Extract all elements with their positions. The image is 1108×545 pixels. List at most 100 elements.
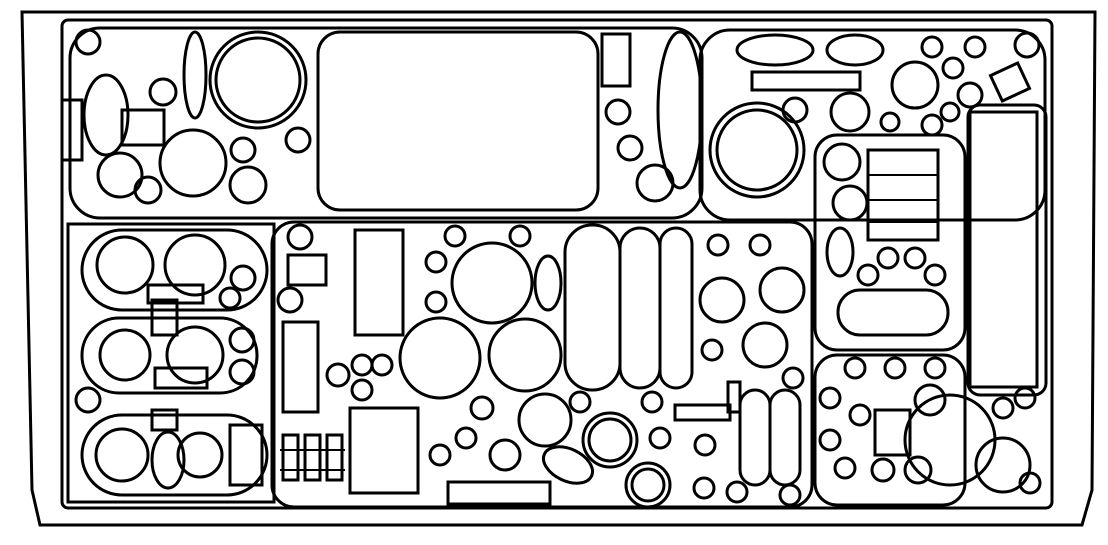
component-rect [353,228,405,337]
component-circle [781,366,805,390]
component-circle [74,386,102,414]
component-circle [748,233,772,257]
component-circle [94,427,150,483]
component-circle [693,433,717,457]
component-rect [873,408,912,457]
bottom-left-module [66,222,276,504]
component-ellipse [150,430,186,490]
component-circle [428,443,452,467]
component-rect [673,403,732,422]
component-circle [843,356,867,380]
middle-module [270,220,814,509]
component-circle [923,356,947,380]
capacitor-pill [738,388,772,487]
component-rect [150,408,179,432]
component-ellipse [825,33,885,67]
component-circle [443,224,467,248]
bottom-right-module [813,353,967,507]
large-circle [398,316,482,400]
component-circle [95,235,155,295]
component-circle [700,338,724,362]
large-circle-inner [587,417,633,463]
lens-block [120,108,166,147]
component-circle [517,392,573,448]
capacitor-pill [563,223,622,392]
component-circle [923,263,947,287]
component-circle [822,142,862,182]
top-right-module [698,28,1047,222]
component-circle [350,353,374,377]
component-circle [903,393,997,487]
component-circle [284,126,312,154]
component-circle [350,378,374,402]
right-mid-module [813,133,967,352]
component-circle [856,263,880,287]
component-rect [988,60,1032,104]
component-circle [758,266,806,314]
component-circle [883,356,907,380]
component-circle [879,111,901,133]
component-circle [325,362,351,388]
component-circle [229,264,257,292]
component-circle [974,436,1032,494]
component-circle [991,396,1015,420]
board-outline [20,10,1097,527]
component-ellipse [182,30,208,120]
terminal-block [325,433,344,482]
component-circle [848,403,872,427]
component-circle [74,28,102,56]
component-circle [640,390,664,414]
component-circle [469,395,495,421]
connector-left [60,98,84,162]
stadium-slot [80,413,269,497]
stadium-slot [80,316,259,395]
right-column-inner [968,110,1039,389]
component-circle [903,246,927,270]
component-ellipse [825,226,855,278]
capacitor-pill [658,226,694,390]
component-circle [176,431,224,479]
component-circle [604,98,632,126]
component-circle [963,35,987,59]
component-circle [831,184,869,222]
component-circle [1013,31,1041,59]
resistor [446,480,552,506]
component-circle [876,246,900,270]
component-circle [229,136,257,164]
component-ellipse [533,254,563,312]
component-circle [913,383,947,417]
component-rect [726,380,742,414]
component-circle [870,457,896,483]
component-ellipse [735,33,815,67]
component-circle [370,353,394,377]
component-circle [818,428,842,452]
component-circle [568,390,592,414]
component-circle [228,165,268,205]
large-circle [624,461,672,509]
component-circle [956,81,984,109]
large-circle-inner [214,36,302,124]
component-rect [286,253,328,287]
component-circle [454,426,478,450]
component-circle [133,175,163,205]
connector-block [228,423,264,487]
component-circle [228,326,256,354]
component-circle [741,321,789,369]
component-circle [829,91,871,133]
component-rect [153,366,209,390]
component-circle [148,77,178,107]
component-circle [286,223,314,251]
component-circle [648,426,672,450]
component-circle [163,233,227,297]
component-circle [692,476,716,500]
component-circle [218,286,242,310]
large-circle [581,411,639,469]
terminal-block [281,433,300,482]
component-circle [920,113,944,137]
component-circle [488,438,522,472]
component-circle [903,455,933,485]
component-circle [424,250,448,274]
component-circle [781,96,809,124]
